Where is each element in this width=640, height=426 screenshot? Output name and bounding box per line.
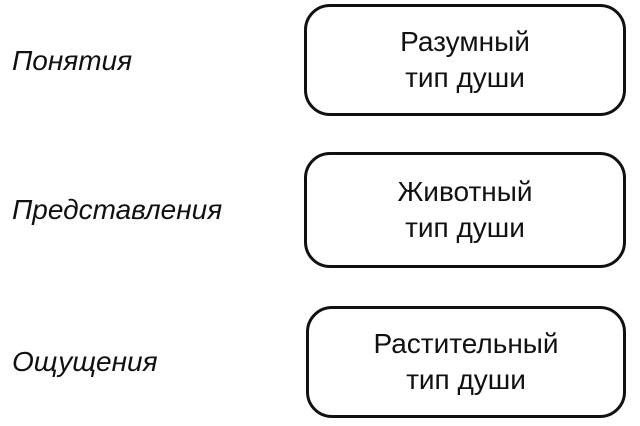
cognition-label-sensations: Ощущения xyxy=(12,346,158,377)
soul-type-suffix: тип души xyxy=(406,364,526,395)
soul-type-box-animal: Животный тип души xyxy=(304,152,626,268)
soul-type-name: Животный xyxy=(397,176,533,207)
soul-type-suffix: тип души xyxy=(405,62,525,93)
soul-type-name: Растительный xyxy=(373,328,559,359)
cognition-label-representations: Представления xyxy=(12,194,223,225)
cognition-label-concepts: Понятия xyxy=(12,45,133,76)
soul-type-name: Разумный xyxy=(400,26,530,57)
soul-type-suffix: тип души xyxy=(405,212,525,243)
soul-type-box-vegetative: Растительный тип души xyxy=(306,306,626,418)
soul-type-box-rational: Разумный тип души xyxy=(304,4,626,116)
